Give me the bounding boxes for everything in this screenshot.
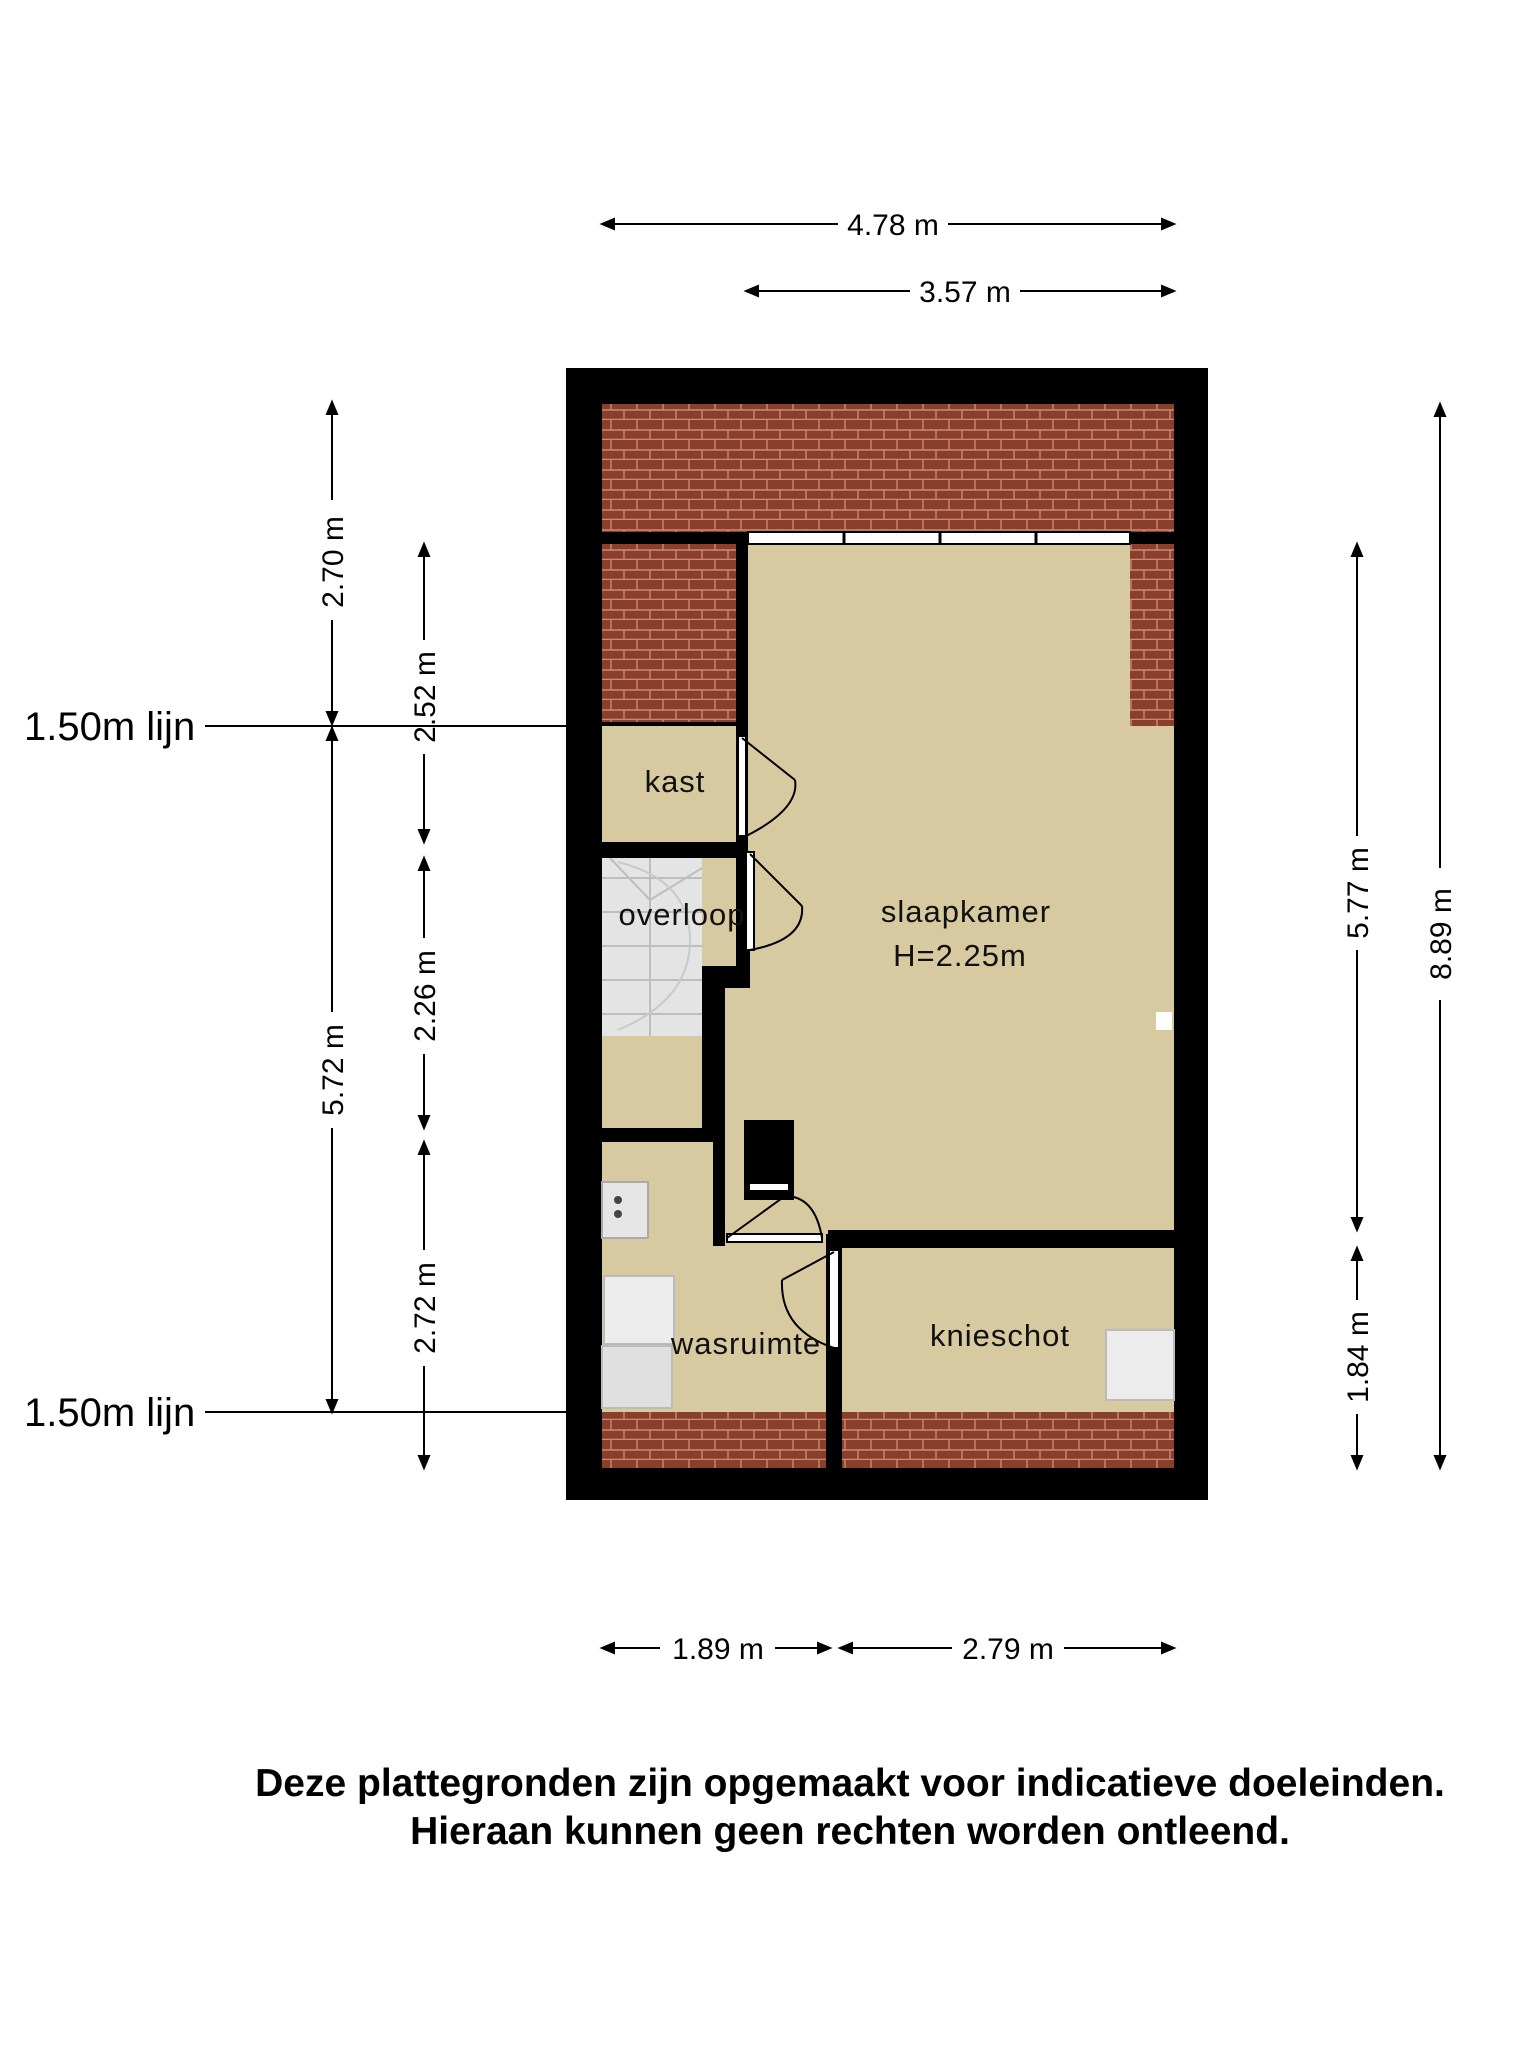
room-label-knieschot: knieschot	[930, 1318, 1070, 1353]
storage-unit	[1105, 1329, 1175, 1401]
doors	[726, 735, 840, 1349]
roof-left	[602, 544, 736, 722]
room-height-slaapkamer: H=2.25m	[893, 938, 1027, 973]
dim-top-inner: 3.57 m	[919, 276, 1011, 309]
dim-right-outer: 8.89 m	[1425, 888, 1458, 980]
roof-bottom-left	[602, 1412, 826, 1468]
dim-left-outer-bottom: 5.72 m	[317, 1024, 350, 1116]
room-label-kast: kast	[645, 764, 706, 799]
dimension-lines	[325, 217, 1447, 1655]
dim-bottom-right: 2.79 m	[962, 1633, 1054, 1666]
roof-right	[1130, 544, 1174, 726]
room-label-slaapkamer: slaapkamer	[881, 894, 1051, 929]
furniture	[601, 1012, 1175, 1409]
dim-top-outer: 4.78 m	[847, 209, 939, 242]
disclaimer: Deze plattegronden zijn opgemaakt voor i…	[150, 1760, 1536, 1856]
stairs	[602, 857, 703, 1036]
roof-bottom-right	[842, 1412, 1174, 1468]
dim-left-inner-3: 2.72 m	[409, 1262, 442, 1354]
wall-outlet	[1156, 1012, 1172, 1030]
line-150-markers	[205, 725, 566, 1413]
dim-right-inner-bottom: 1.84 m	[1342, 1311, 1375, 1403]
dim-bottom-left: 1.89 m	[672, 1633, 764, 1666]
disclaimer-line-1: Deze plattegronden zijn opgemaakt voor i…	[255, 1762, 1445, 1805]
washing-machine	[603, 1275, 675, 1345]
dim-left-inner-1: 2.52 m	[409, 651, 442, 743]
window	[747, 531, 1131, 545]
roof-top	[602, 404, 1174, 532]
line-150-bottom-label: 1.50m lijn	[24, 1391, 195, 1435]
dim-right-inner-top: 5.77 m	[1342, 847, 1375, 939]
sink	[601, 1181, 649, 1239]
room-label-wasruimte: wasruimte	[670, 1326, 821, 1361]
disclaimer-line-2: Hieraan kunnen geen rechten worden ontle…	[410, 1810, 1290, 1853]
dryer	[601, 1345, 673, 1409]
dim-left-outer-top: 2.70 m	[317, 516, 350, 608]
line-150-top-label: 1.50m lijn	[24, 705, 195, 749]
dim-left-inner-2: 2.26 m	[409, 950, 442, 1042]
room-label-overloop: overloop	[619, 897, 746, 932]
